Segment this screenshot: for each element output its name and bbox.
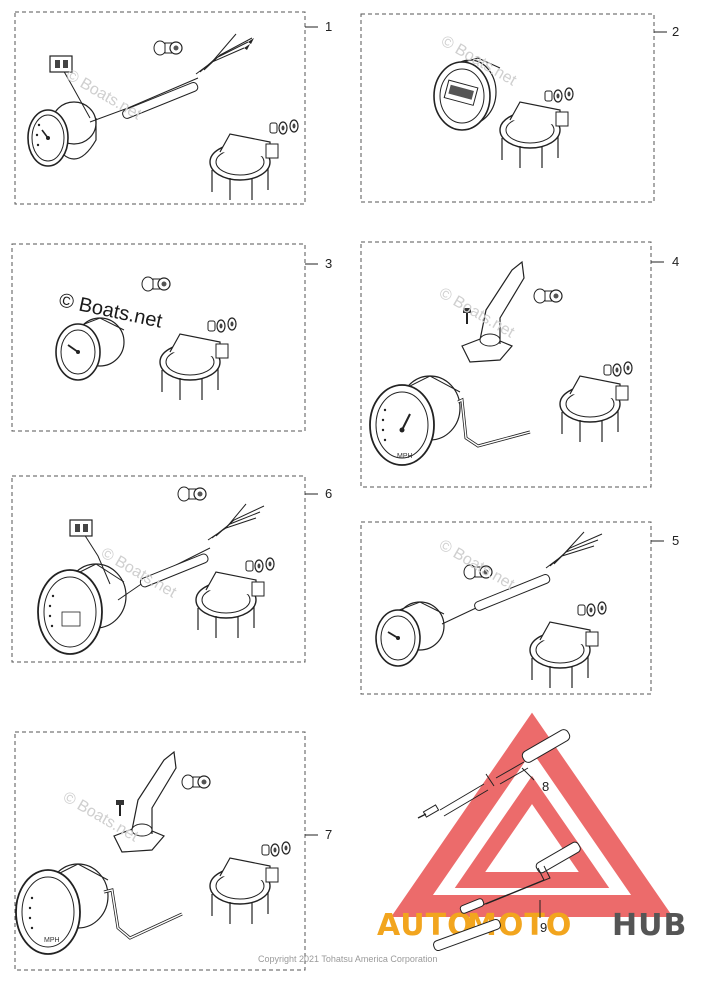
callout-3: 3	[325, 256, 332, 271]
gauge-3	[55, 317, 125, 381]
part-9-sensor: 9	[433, 841, 581, 952]
gauge-6	[37, 563, 127, 655]
gauge-7: MPH	[15, 863, 109, 955]
callout-8: 8	[542, 779, 549, 794]
callout-7: 7	[325, 827, 332, 842]
kit-5: 5 © Boats.net	[360, 521, 679, 695]
watermark-7: © Boats.net	[60, 789, 142, 846]
kit-6: 6 © Boats.net	[11, 475, 332, 663]
part-8-pitot-tube: 8	[417, 729, 571, 819]
gauge-1	[27, 101, 97, 167]
copyright-text: Copyright 2021 Tohatsu America Corporati…	[258, 954, 437, 964]
brand-logo: AUTO MOTO HUB	[377, 712, 687, 943]
watermark-5: © Boats.net	[436, 537, 518, 594]
callout-5: 5	[672, 533, 679, 548]
pitot-mount-7	[113, 750, 177, 853]
callout-1: 1	[325, 19, 332, 34]
kit-4: 4 MPH © Boats.net	[360, 241, 679, 488]
pitot-mount-4	[461, 260, 525, 363]
kit-3: 3 © Boats.net	[11, 243, 332, 432]
gauge-5	[375, 601, 445, 667]
callout-6: 6	[325, 486, 332, 501]
gauge-4: MPH	[369, 375, 461, 466]
kit-1: 1 © Boats.net	[14, 11, 332, 205]
kit-2: 2 © Boats.net	[360, 13, 679, 203]
callout-9: 9	[540, 920, 547, 935]
gauge-4-unit: MPH	[397, 453, 413, 460]
callout-4: 4	[672, 254, 679, 269]
brand-hub: HUB	[612, 908, 687, 943]
callout-2: 2	[672, 24, 679, 39]
kit-7: 7 MPH © Boats.net	[14, 731, 332, 971]
gauge-7-unit: MPH	[44, 937, 60, 944]
gauge-2	[433, 57, 501, 131]
